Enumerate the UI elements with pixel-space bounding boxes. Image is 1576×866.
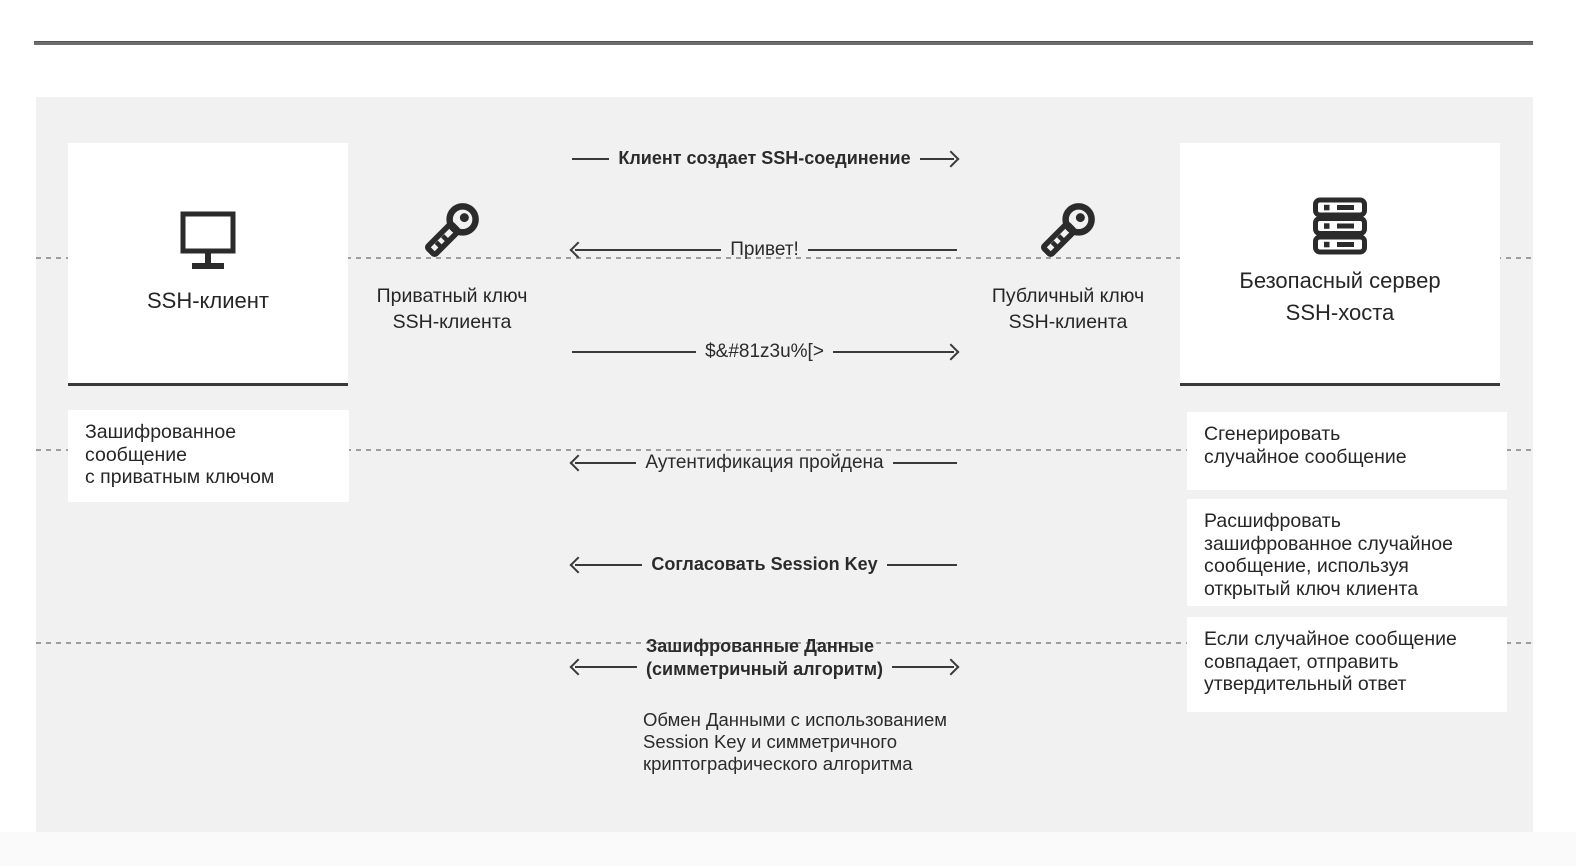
server-label-line1: Безопасный сервер (1239, 268, 1441, 293)
bottom-strip (0, 832, 1576, 866)
message-row-encrypted-string: $&#81z3u%[> (572, 341, 960, 363)
exchange-note-line: криптографического алгоритма (643, 753, 913, 774)
private-key-group: Приватный ключ SSH-клиента (337, 193, 567, 335)
public-key-label-line2: SSH-клиента (1008, 311, 1128, 333)
server-label-line2: SSH-хоста (1285, 300, 1395, 325)
private-key-label-line1: Приватный ключ (376, 285, 528, 307)
message-row-auth-passed: Аутентификация пройдена (569, 452, 957, 474)
exchange-note-line: Обмен Данными с использованием (643, 709, 948, 730)
client-note-line: сообщение (85, 443, 188, 466)
top-divider (34, 41, 1533, 45)
server-note-line: сообщение, используя (1204, 555, 1409, 577)
key-icon (1031, 193, 1105, 267)
public-key-label-line1: Публичный ключ (991, 285, 1145, 307)
message-row-hello: Привет! (569, 239, 958, 261)
arrow-left-icon (569, 658, 587, 676)
key-icon (415, 193, 489, 267)
server-note-line: Расшифровать (1204, 510, 1341, 532)
message-text: Привет! (730, 239, 799, 260)
ssh-server-box: Безопасный сервер SSH-хоста (1180, 143, 1500, 386)
message-text: Согласовать Session Key (651, 554, 878, 574)
message-text-line1: Зашифрованные Данные (646, 636, 875, 656)
arrow-right-icon (942, 658, 960, 676)
server-note-box-2: Расшифровать зашифрованное случайное соо… (1187, 499, 1507, 606)
client-note-line: с приватным ключом (85, 466, 275, 488)
arrow-left-icon (569, 241, 587, 259)
arrow-left-icon (569, 556, 587, 573)
exchange-note-line: Session Key и симметричного (643, 731, 898, 752)
arrow-right-icon (942, 343, 960, 361)
server-note-line: открытый ключ клиента (1204, 577, 1419, 600)
server-note-line: Сгенерировать (1204, 423, 1341, 445)
message-text: $&#81z3u%[> (705, 341, 824, 362)
monitor-icon (179, 210, 237, 272)
server-note-line: утвердительный ответ (1204, 673, 1407, 695)
dashed-line-3 (36, 642, 1533, 644)
message-row-encrypted-data: Зашифрованные Данные (симметричный алгор… (569, 635, 960, 681)
ssh-diagram-panel: SSH-клиент Приватный ключ SSH-клиента (36, 97, 1533, 832)
server-note-line: случайное сообщение (1204, 445, 1407, 468)
server-icon (1312, 197, 1368, 255)
dashed-line-1 (36, 257, 1533, 259)
private-key-label-line2: SSH-клиента (392, 311, 512, 333)
client-note-line: Зашифрованное (85, 421, 237, 443)
message-row-create-connection: Клиент создает SSH-соединение (572, 148, 960, 169)
arrow-right-icon (942, 150, 960, 167)
arrow-left-icon (569, 454, 587, 472)
server-note-line: совпадает, отправить (1204, 650, 1399, 673)
message-row-session-key: Согласовать Session Key (569, 554, 958, 575)
data-exchange-note: Обмен Данными с использованием Session K… (643, 709, 983, 775)
public-key-group: Публичный ключ SSH-клиента (953, 193, 1183, 335)
message-text: Аутентификация пройдена (645, 452, 884, 473)
ssh-client-box: SSH-клиент (68, 143, 348, 386)
dashed-line-2 (36, 449, 1533, 451)
ssh-client-label: SSH-клиент (146, 288, 270, 313)
server-note-box-3: Если случайное сообщение совпадает, отпр… (1187, 617, 1507, 712)
server-note-line: зашифрованное случайное (1204, 532, 1453, 555)
server-note-box-1: Сгенерировать случайное сообщение (1187, 412, 1507, 490)
client-note-box: Зашифрованное сообщение с приватным ключ… (68, 410, 349, 502)
server-note-line: Если случайное сообщение (1204, 628, 1457, 650)
message-text-line2: (симметричный алгоритм) (646, 659, 883, 679)
message-text: Клиент создает SSH-соединение (618, 148, 911, 168)
